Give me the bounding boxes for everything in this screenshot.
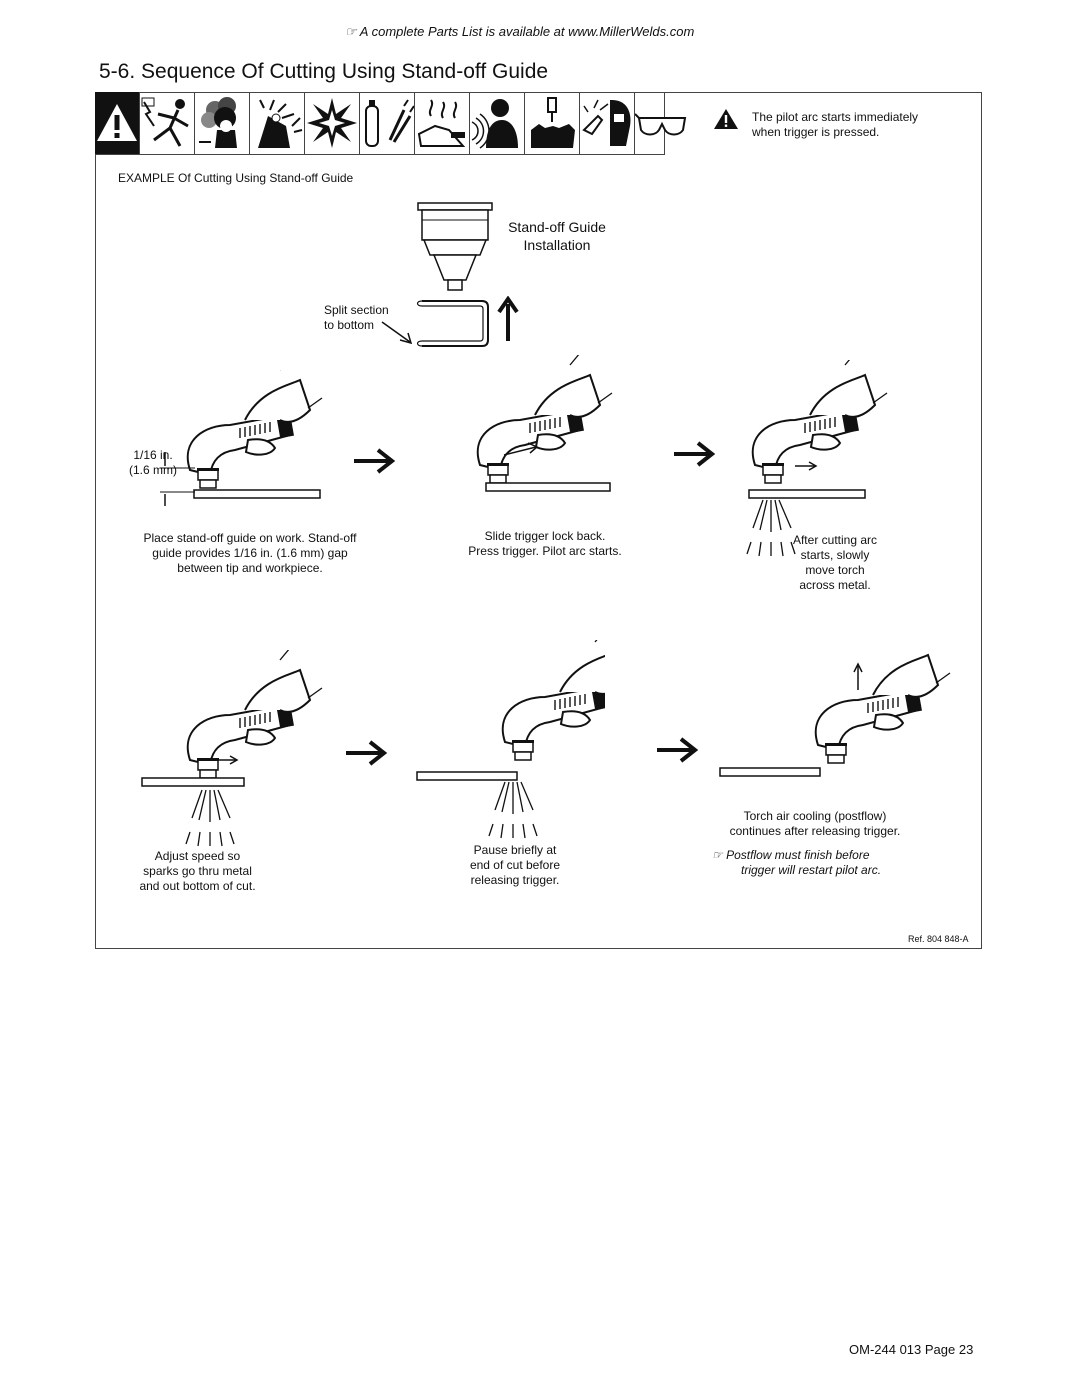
hot-parts-icon xyxy=(415,92,470,154)
sequence-arrow-2-icon xyxy=(672,440,716,473)
page-footer: OM-244 013 Page 23 xyxy=(849,1342,974,1357)
torch-step-5 xyxy=(415,623,638,845)
pointing-hand-icon: ☞ xyxy=(345,24,360,39)
torch-step-3 xyxy=(715,346,905,565)
reference-number: Ref. 804 848-A xyxy=(908,934,969,944)
step-5-line2: end of cut before xyxy=(469,858,561,872)
safety-symbol-strip xyxy=(95,92,687,155)
step-1-caption: Place stand-off guide on work. Stand-off… xyxy=(115,531,385,576)
split-section-label: Split section to bottom xyxy=(324,303,389,333)
step-3-line4: across metal. xyxy=(799,578,871,592)
fumes-icon xyxy=(195,92,250,154)
postflow-note-line1: Postflow must finish before xyxy=(726,848,870,862)
electric-shock-icon xyxy=(140,92,195,154)
split-section-line2: to bottom xyxy=(324,318,375,332)
installation-title-line2: Installation xyxy=(523,237,591,253)
step-2-line2: Press trigger. Pilot arc starts. xyxy=(468,544,622,558)
step-3-caption: After cutting arc starts, slowly move to… xyxy=(780,533,890,593)
magnetic-field-icon xyxy=(470,92,525,154)
parts-list-note-text: A complete Parts List is available at ww… xyxy=(359,24,695,39)
arc-rays-icon xyxy=(250,92,305,154)
step-2-caption: Slide trigger lock back. Press trigger. … xyxy=(440,529,650,559)
postflow-note-line2: trigger will restart pilot arc. xyxy=(741,863,882,877)
step-5-line1: Pause briefly at xyxy=(473,843,557,857)
step-4-line1: Adjust speed so xyxy=(154,849,241,863)
installation-title-line1: Stand-off Guide xyxy=(508,219,606,235)
safety-glasses-icon xyxy=(635,92,689,154)
step-3-line2: starts, slowly xyxy=(800,548,870,562)
step-5-caption: Pause briefly at end of cut before relea… xyxy=(445,843,585,888)
pointing-hand-icon: ☞ xyxy=(712,848,727,862)
split-section-line1: Split section xyxy=(324,303,389,317)
step-1-line1: Place stand-off guide on work. Stand-off xyxy=(143,531,357,545)
torch-step-2 xyxy=(440,346,630,510)
step-6-caption: Torch air cooling (postflow) continues a… xyxy=(705,809,925,839)
gap-inch: 1/16 in. xyxy=(133,448,173,462)
figure-frame xyxy=(95,92,982,949)
split-section-pointer-icon xyxy=(380,318,420,353)
step-2-line1: Slide trigger lock back. xyxy=(484,529,606,543)
explosion-icon xyxy=(305,92,360,154)
step-3-line3: move torch xyxy=(805,563,865,577)
step-6-line2: continues after releasing trigger. xyxy=(729,824,901,838)
step-4-line3: and out bottom of cut. xyxy=(139,879,256,893)
warning-icon xyxy=(95,92,140,154)
step-5-line3: releasing trigger. xyxy=(470,873,560,887)
step-1-line2: guide provides 1/16 in. (1.6 mm) gap xyxy=(152,546,348,560)
hand-protection-icon xyxy=(525,92,580,154)
nozzle-illustration xyxy=(410,200,500,300)
caution-text: The pilot arc starts immediately when tr… xyxy=(752,110,918,140)
postflow-note: ☞ Postflow must finish before trigger wi… xyxy=(712,848,942,878)
example-label: EXAMPLE Of Cutting Using Stand-off Guide xyxy=(118,171,354,185)
gap-label: 1/16 in. (1.6 mm) xyxy=(123,448,183,478)
welding-helmet-icon xyxy=(580,92,635,154)
step-6-line1: Torch air cooling (postflow) xyxy=(743,809,887,823)
page-title: 5-6. Sequence Of Cutting Using Stand-off… xyxy=(99,60,549,83)
sequence-arrow-4-icon xyxy=(655,736,699,769)
sequence-arrow-1-icon xyxy=(352,447,396,480)
torch-step-6 xyxy=(718,626,958,815)
caution-text-line1: The pilot arc starts immediately xyxy=(752,110,919,124)
step-4-caption: Adjust speed so sparks go thru metal and… xyxy=(120,849,275,894)
step-1-line3: between tip and workpiece. xyxy=(177,561,323,575)
step-4-line2: sparks go thru metal xyxy=(143,864,252,878)
caution-text-line2: when trigger is pressed. xyxy=(752,125,880,139)
parts-list-note: ☞ A complete Parts List is available at … xyxy=(345,24,694,40)
step-3-line1: After cutting arc xyxy=(792,533,878,547)
gas-cylinder-icon xyxy=(360,92,415,154)
standoff-guide-illustration xyxy=(400,295,520,361)
installation-title: Stand-off Guide Installation xyxy=(495,218,619,254)
caution-icon xyxy=(713,108,739,135)
sequence-arrow-3-icon xyxy=(344,739,388,772)
torch-step-4 xyxy=(140,641,330,855)
torch-step-1 xyxy=(150,351,340,525)
gap-mm: (1.6 mm) xyxy=(129,463,177,477)
